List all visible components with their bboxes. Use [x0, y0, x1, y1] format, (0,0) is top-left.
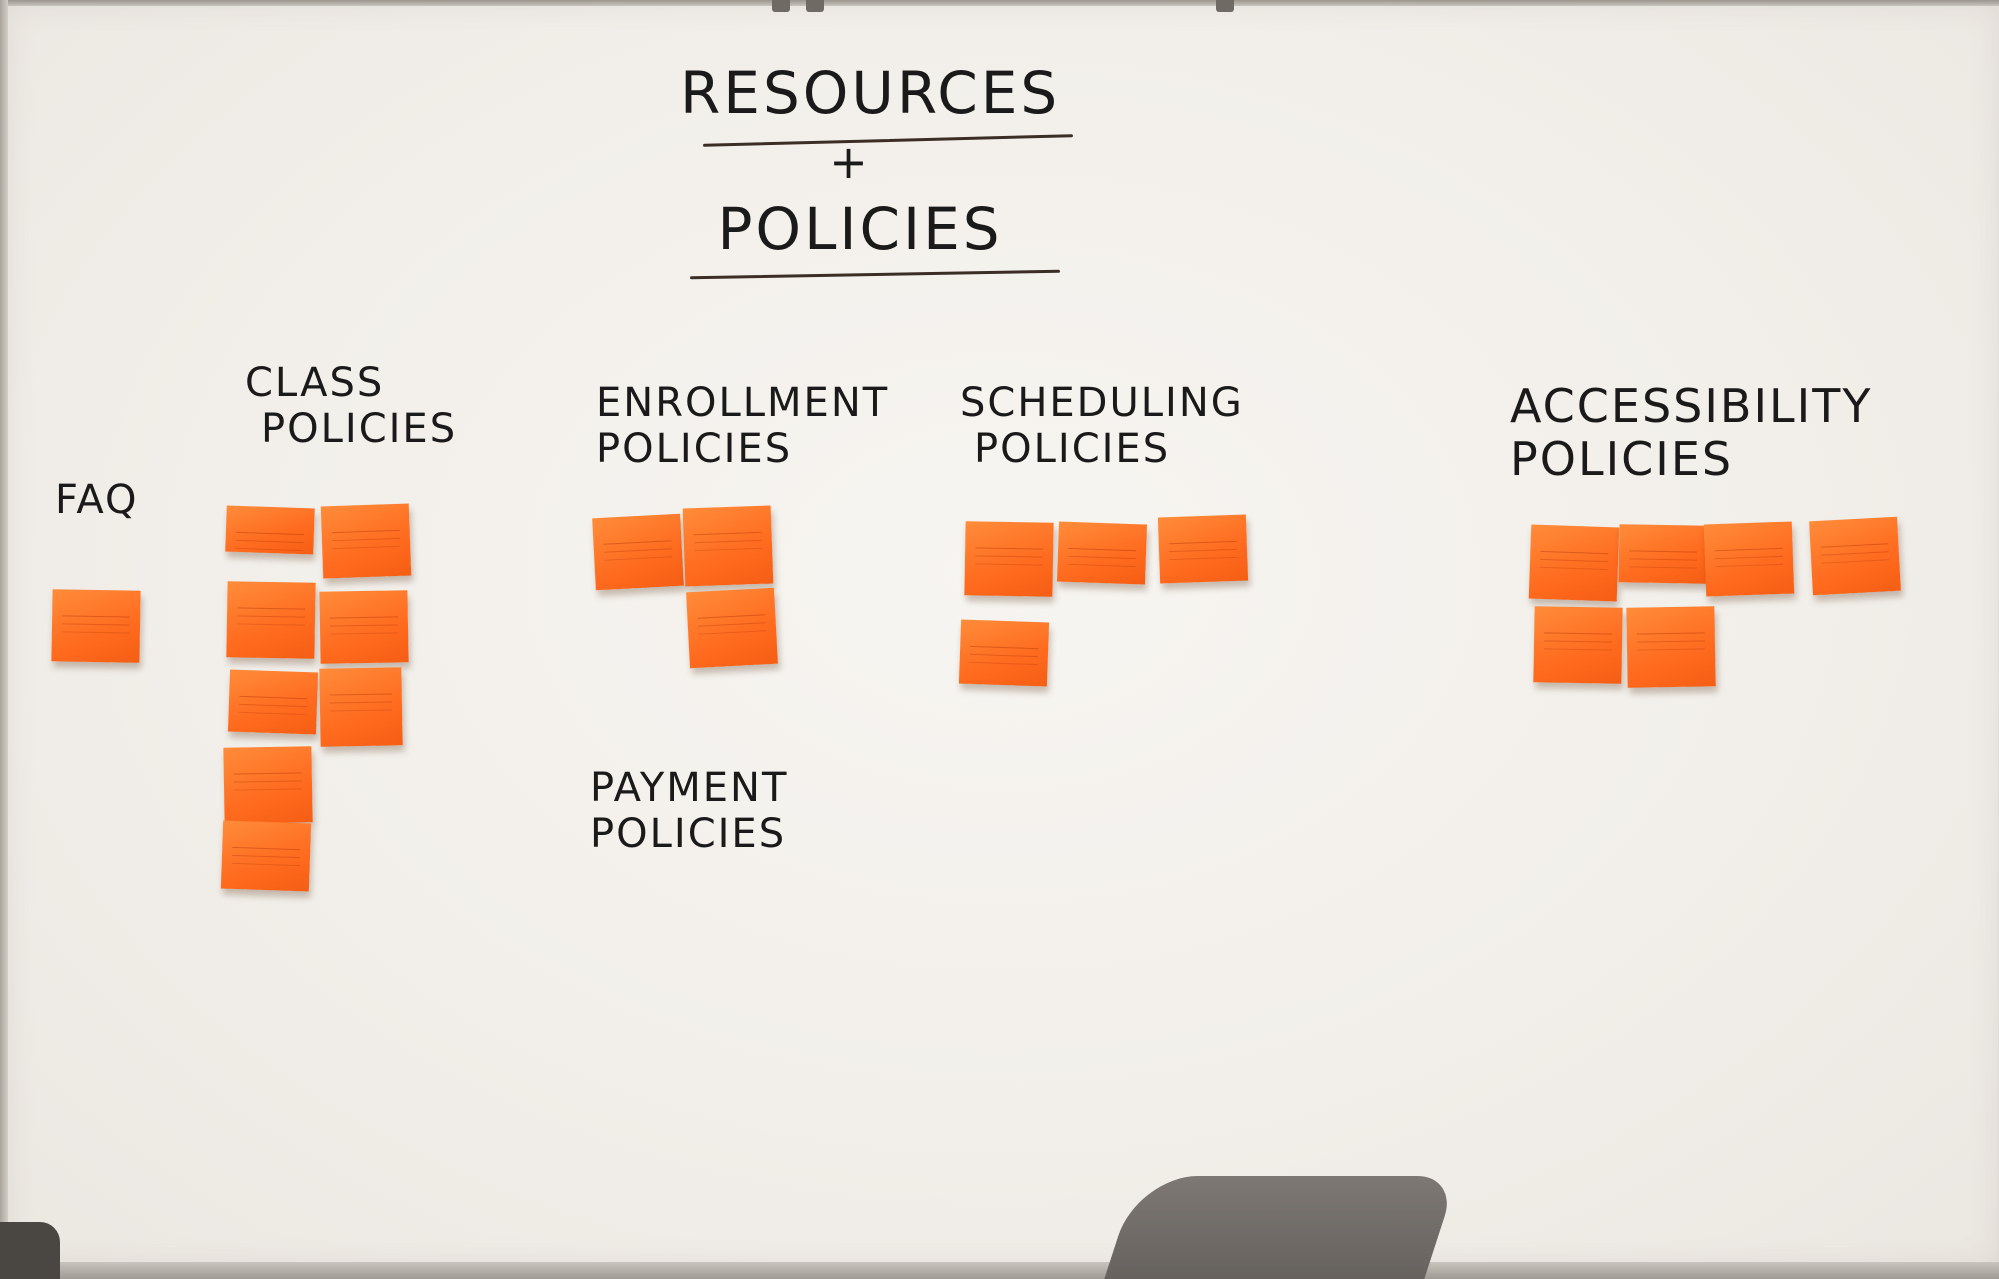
sticky-note-class [225, 505, 315, 555]
heading-scheduling-policies: SCHEDULING POLICIES [960, 380, 1244, 472]
sticky-note-faq [51, 589, 141, 663]
sticky-note-class [227, 669, 319, 735]
sticky-note-accessibility [1809, 516, 1901, 596]
sticky-note-accessibility [1618, 524, 1708, 584]
sticky-note-accessibility [1626, 606, 1716, 688]
sticky-note-class [320, 503, 412, 579]
sticky-note-scheduling [958, 619, 1050, 687]
sticky-note-scheduling [1056, 521, 1148, 585]
sticky-note-enrollment [682, 505, 774, 587]
chair-left-edge [0, 1222, 60, 1279]
sticky-note-class [220, 820, 312, 892]
sticky-note-class [226, 581, 316, 659]
heading-enrollment-policies: ENROLLMENT POLICIES [596, 380, 890, 472]
heading-payment-policies: PAYMENT POLICIES [590, 765, 789, 857]
frame-clip [1216, 0, 1234, 12]
sticky-note-enrollment [686, 587, 778, 669]
sticky-note-accessibility [1703, 521, 1795, 597]
whiteboard-frame-left [0, 0, 8, 1279]
sticky-note-scheduling [1157, 514, 1249, 584]
title-plus: + [829, 135, 871, 189]
sticky-note-accessibility [1533, 606, 1623, 684]
sticky-note-scheduling [964, 521, 1054, 597]
title-line-3: POLICIES [717, 195, 1003, 263]
heading-class-policies: CLASS POLICIES [245, 360, 458, 452]
sticky-note-enrollment [592, 513, 684, 591]
sticky-note-class [319, 590, 409, 664]
frame-clip [772, 0, 790, 12]
sticky-note-class [319, 667, 403, 747]
sticky-note-accessibility [1528, 524, 1620, 602]
whiteboard-marker-tray [0, 1262, 1999, 1279]
sticky-note-class [223, 746, 313, 824]
title-line-1: RESOURCES [680, 59, 1061, 127]
board-title: RESOURCES [680, 60, 1060, 127]
whiteboard-frame-top [0, 0, 1999, 6]
heading-accessibility-policies: ACCESSIBILITY POLICIES [1510, 379, 1873, 486]
frame-clip [806, 0, 824, 12]
heading-faq: FAQ [55, 477, 139, 523]
